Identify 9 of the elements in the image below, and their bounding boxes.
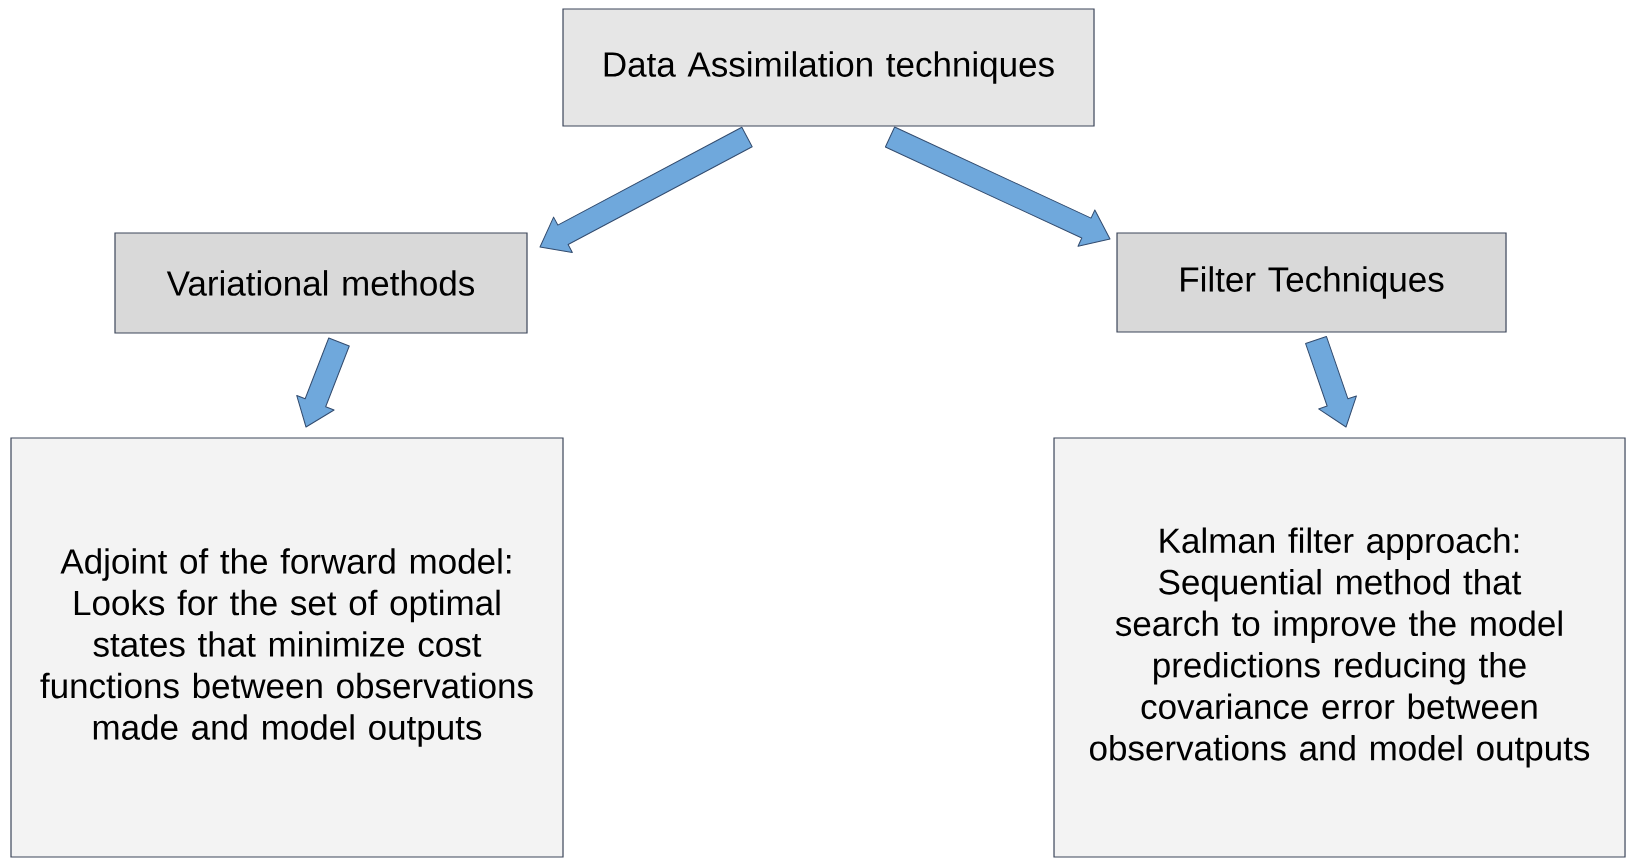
process-box: Filter Techniques	[1116, 232, 1507, 333]
process-box: Variational methods	[114, 232, 528, 334]
process-box: Kalman filter approach: Sequential method that search to improve the model predictions reducing the covariance error between observations and model outputs	[1053, 437, 1626, 858]
process-box: Data Assimilation techniques	[562, 8, 1095, 127]
block-arrow	[884, 126, 1111, 247]
block-arrow	[539, 126, 753, 253]
block-arrow	[296, 337, 350, 428]
process-box: Adjoint of the forward model: Looks for the set of optimal states that minimize cost functions between observations made and model outputs	[10, 437, 564, 858]
block-arrow	[1305, 335, 1357, 428]
